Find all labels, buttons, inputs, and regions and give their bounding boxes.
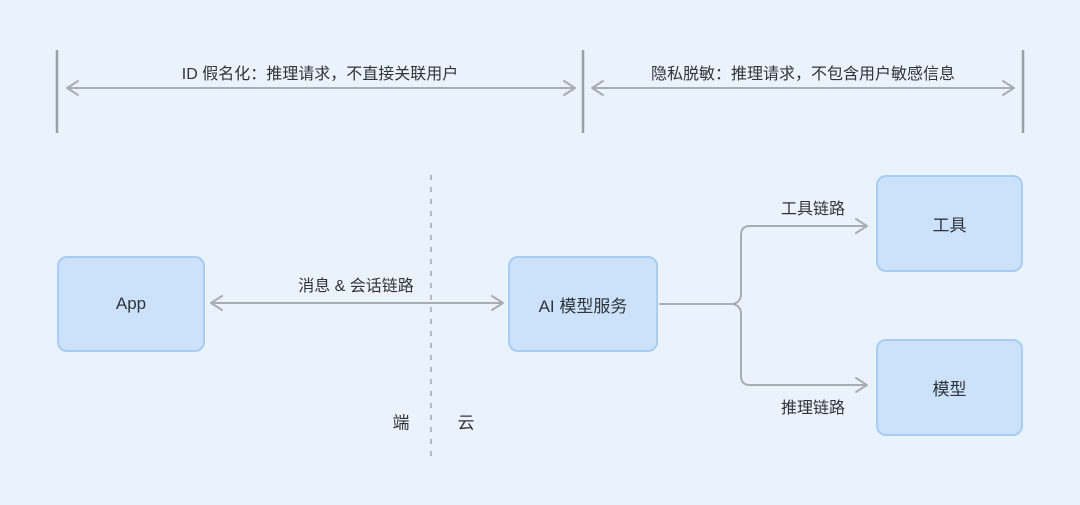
zone-label-device: 端 [392, 413, 410, 433]
edge-label-message-session: 消息 & 会话链路 [298, 278, 414, 295]
node-app: App [57, 256, 205, 352]
zone-label-cloud: 云 [457, 413, 475, 433]
edge-label-inference-link: 推理链路 [780, 400, 846, 417]
annotation-id-pseudonymization: ID 假名化：推理请求，不直接关联用户 [181, 66, 459, 83]
annotation-privacy-masking: 隐私脱敏：推理请求，不包含用户敏感信息 [650, 66, 956, 83]
node-model-label: 模型 [932, 380, 967, 399]
node-ai-model-service-label: AI 模型服务 [538, 296, 628, 316]
span-arrow-id-pseudonymization [66, 80, 576, 96]
node-model: 模型 [876, 339, 1023, 436]
span-arrow-privacy-masking [591, 80, 1015, 96]
node-ai-model-service: AI 模型服务 [508, 256, 658, 352]
message-session-arrow [210, 295, 504, 311]
node-app-label: App [115, 294, 147, 313]
edge-label-tool-link: 工具链路 [780, 201, 846, 218]
node-tool: 工具 [876, 175, 1023, 272]
node-tool-label: 工具 [932, 216, 967, 235]
service-branch-lines [659, 218, 868, 393]
